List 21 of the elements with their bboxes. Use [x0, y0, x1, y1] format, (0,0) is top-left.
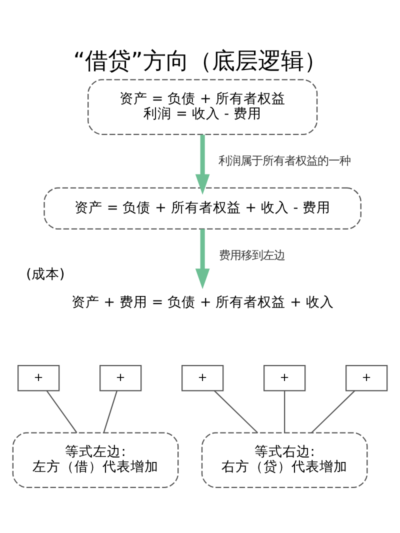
diagram-title: “借贷”方向（底层逻辑）: [73, 48, 327, 74]
node-box: +: [264, 365, 306, 392]
node-box: 资产 = 负债 + 所有者权益 + 收入 - 费用: [44, 187, 362, 230]
node-box: +: [182, 365, 224, 392]
connector: [46, 390, 78, 434]
node-box: +: [100, 365, 142, 392]
node-box: +: [18, 365, 60, 392]
connector: [284, 390, 286, 433]
arrow: [195, 134, 210, 195]
connector: [311, 390, 356, 434]
node-label: (成本): [26, 266, 65, 283]
node-box: 等式右边: 右方（贷）代表增加: [201, 432, 368, 488]
node-box: 资产 = 负债 + 所有者权益 利润 = 收入 - 费用: [88, 79, 318, 135]
node-box: +: [346, 365, 388, 392]
connector: [214, 390, 258, 434]
edge-label: 利润属于所有者权益的一种: [218, 154, 351, 168]
arrow: [195, 229, 210, 290]
node-text: 资产 + 费用 = 负债 + 所有者权益 + 收入: [71, 294, 334, 310]
edge-label: 费用移到左边: [219, 248, 286, 262]
node-box: 等式左边: 左方（借）代表增加: [12, 432, 179, 488]
connector: [103, 390, 118, 433]
